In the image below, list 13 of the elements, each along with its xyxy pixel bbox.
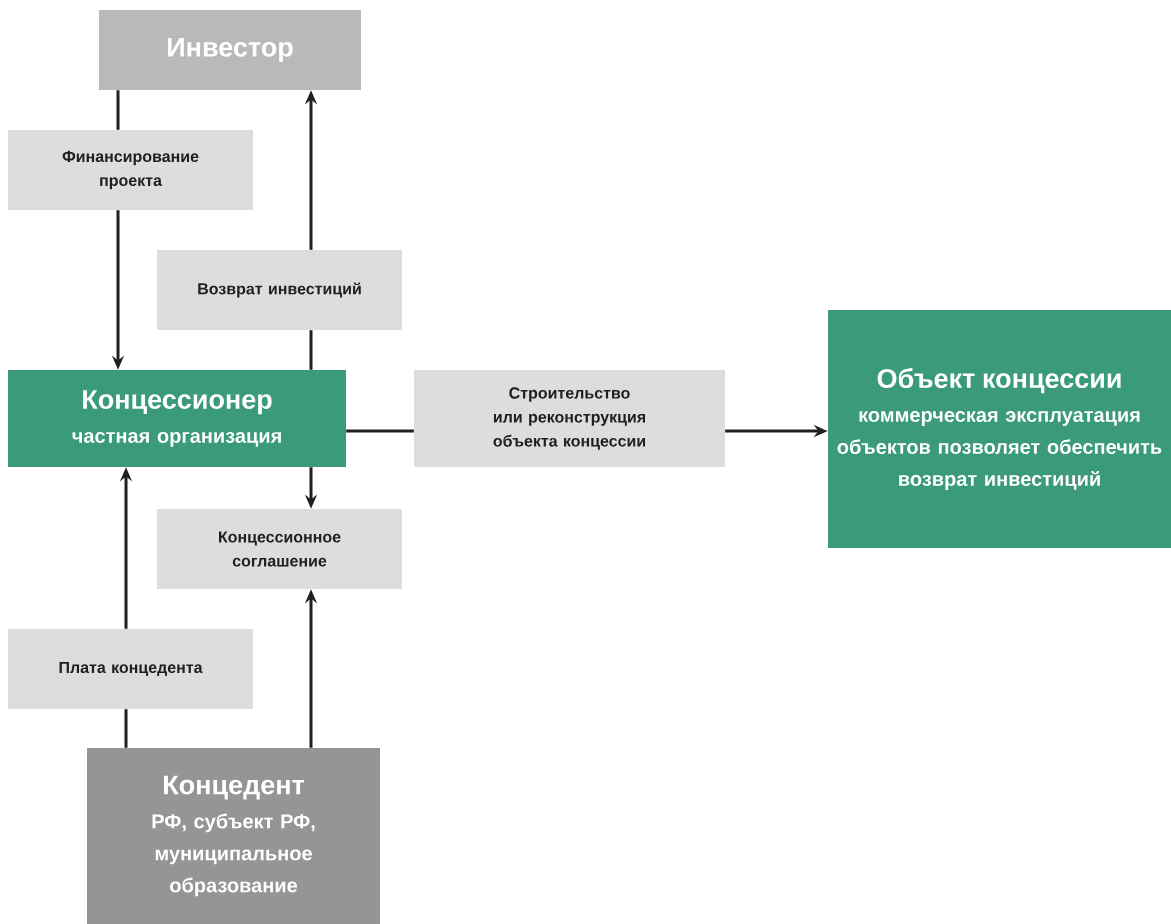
connector-line <box>346 429 414 433</box>
label-box: Финансирование проекта <box>8 130 253 210</box>
label-box: Возврат инвестиций <box>157 250 402 330</box>
process-box: Концедент РФ, субъект РФ, муниципальное образование <box>87 748 380 924</box>
connector-line <box>116 90 120 130</box>
connector-line <box>124 709 128 748</box>
process-box: Объект концессии коммерческая эксплуатация объектов позволяет обеспечить возврат инвестиций <box>828 310 1171 548</box>
connector-line <box>309 330 313 370</box>
process-box: Инвестор <box>99 10 361 90</box>
label-box: Плата концедента <box>8 629 253 709</box>
process-box: Концессионер частная организация <box>8 370 346 467</box>
label-box: Строительство или реконструкция объекта концессии <box>414 370 725 467</box>
label-box: Концессионное соглашение <box>157 509 402 589</box>
